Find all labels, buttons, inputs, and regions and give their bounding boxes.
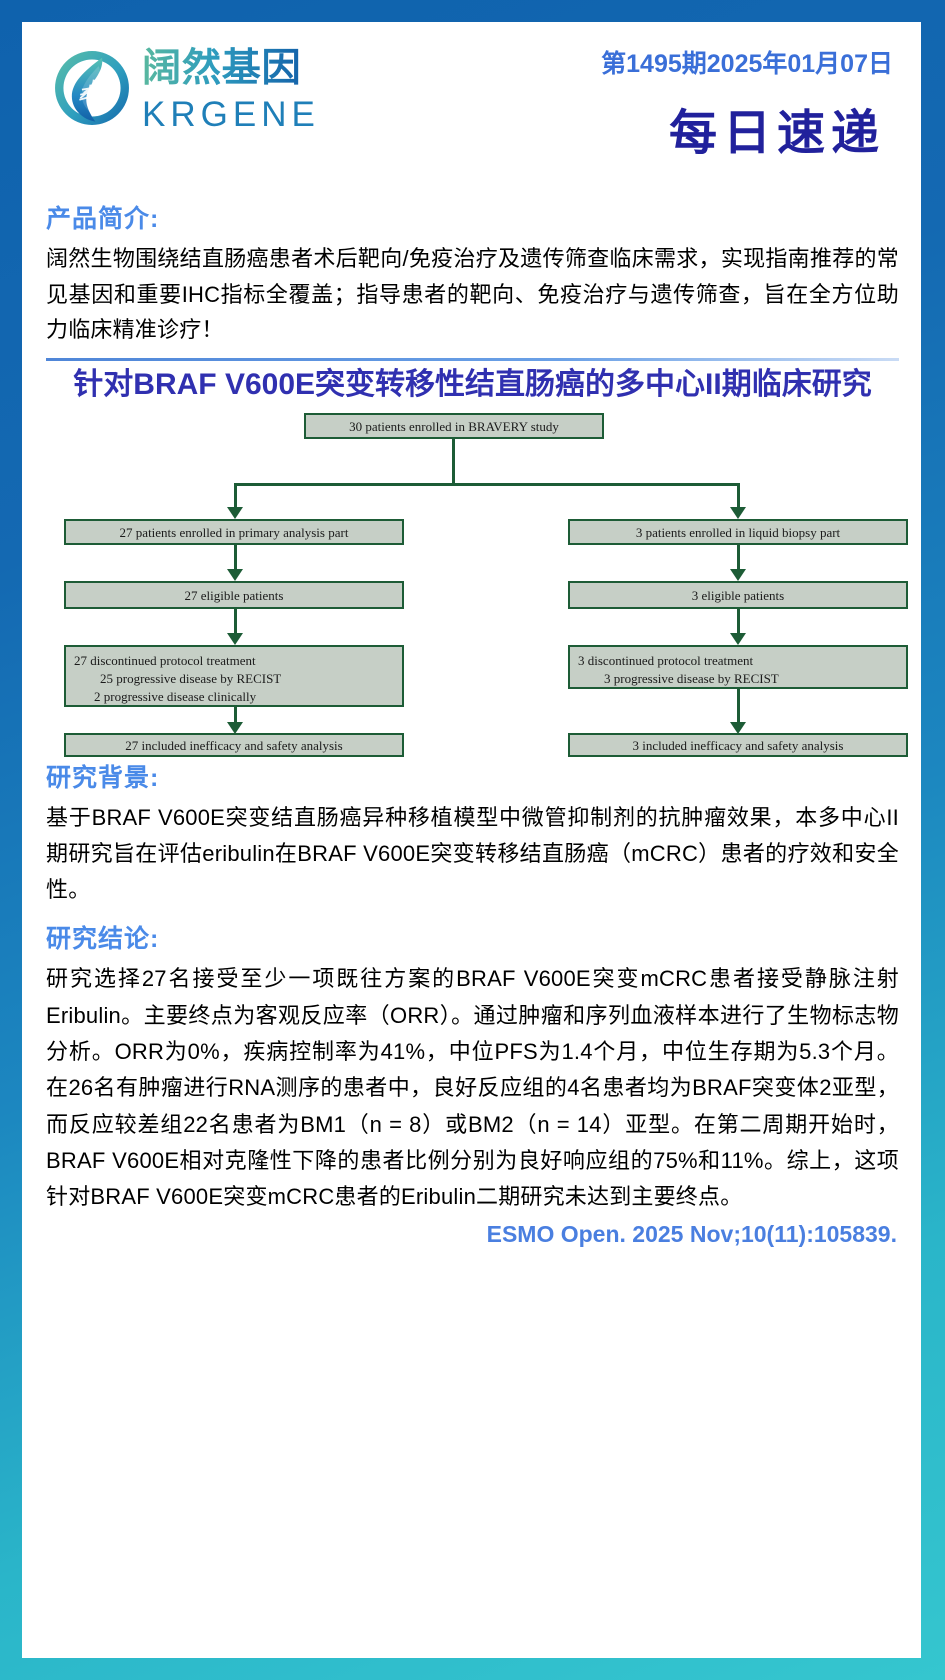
brand-logo: 阔然基因 KRGENE: [50, 44, 338, 132]
issue-date: 第1495期2025年01月07日: [601, 50, 893, 78]
poster-content: 产品简介: 阔然生物围绕结直肠癌患者术后靶向/免疫治疗及遗传筛查临床需求，实现指…: [22, 199, 921, 1215]
flow-left-discontinued-line3: 2 progressive disease clinically: [94, 688, 257, 704]
study-title: 针对BRAF V600E突变转移性结直肠癌的多中心II期临床研究: [73, 367, 872, 401]
section-heading-product-intro: 产品简介:: [46, 205, 160, 233]
flow-connector-right-4: [737, 689, 740, 732]
brand-name-en: KRGENE: [142, 95, 320, 134]
flow-arrow-right-eligible: [730, 569, 746, 582]
flow-box-left-included: 27 included inefficacy and safety analys…: [64, 733, 404, 758]
flow-arrow-right-discontinued: [730, 633, 746, 646]
flow-right-discontinued-line2: 3 progressive disease by RECIST: [604, 671, 779, 687]
flow-connector-right-2: [737, 545, 740, 572]
section-heading-conclusion: 研究结论:: [46, 925, 160, 954]
background-text: 基于BRAF V600E突变结直肠癌异种移植模型中微管抑制剂的抗肿瘤效果，本多中…: [46, 805, 899, 902]
flow-box-left-enrolled: 27 patients enrolled in primary analysis…: [64, 519, 404, 546]
flow-connector-right-drop: [737, 483, 740, 510]
flow-arrow-left-eligible: [227, 569, 243, 582]
citation-reference: ESMO Open. 2025 Nov;10(11):105839.: [486, 1221, 897, 1248]
poster-header: 阔然基因 KRGENE 第1495期2025年01月07日 每日速递: [22, 22, 921, 197]
flow-right-discontinued-line1: 3 discontinued protocol treatment: [578, 653, 754, 669]
flow-arrow-right-included: [730, 722, 746, 735]
flow-box-left-eligible: 27 eligible patients: [64, 581, 404, 610]
flow-left-discontinued-line1: 27 discontinued protocol treatment: [74, 653, 256, 669]
flow-connector-left-3: [234, 609, 237, 636]
page-title: 每日速递: [668, 107, 885, 160]
flow-box-right-eligible: 3 eligible patients: [568, 581, 908, 610]
brand-name-cn: 阔然基因: [142, 44, 338, 95]
flow-box-right-included: 3 included inefficacy and safety analysi…: [568, 733, 908, 758]
flow-connector-left-4: [234, 707, 237, 732]
flow-connector-left-drop: [234, 483, 237, 510]
study-flowchart: 30 patients enrolled in BRAVERY study 27…: [46, 409, 908, 758]
flow-left-discontinued-line2: 25 progressive disease by RECIST: [100, 671, 282, 687]
flow-box-right-enrolled: 3 patients enrolled in liquid biopsy par…: [568, 519, 908, 546]
svg-text:阔然基因: 阔然基因: [142, 46, 301, 91]
poster-body: 阔然基因 KRGENE 第1495期2025年01月07日 每日速递 产品简介:…: [22, 22, 921, 1658]
flow-box-enrolled-total: 30 patients enrolled in BRAVERY study: [304, 413, 604, 440]
product-intro-text: 阔然生物围绕结直肠癌患者术后靶向/免疫治疗及遗传筛查临床需求，实现指南推荐的常见…: [46, 246, 899, 343]
brand-wordmark: 阔然基因 KRGENE: [142, 44, 338, 132]
flow-arrow-left-enrolled: [227, 507, 243, 520]
krgene-leaf-icon: [50, 46, 134, 130]
flow-arrow-left-included: [227, 722, 243, 735]
flow-box-right-discontinued: 3 discontinued protocol treatment 3 prog…: [568, 645, 908, 690]
section-divider: [46, 357, 899, 361]
flow-connector-right-3: [737, 609, 740, 636]
flow-arrow-right-enrolled: [730, 507, 746, 520]
flow-box-left-discontinued: 27 discontinued protocol treatment 25 pr…: [64, 645, 404, 708]
flow-connector-trunk: [452, 439, 455, 484]
flow-connector-left-2: [234, 545, 237, 572]
section-heading-background: 研究背景:: [46, 764, 160, 793]
conclusion-text: 研究选择27名接受至少一项既往方案的BRAF V600E突变mCRC患者接受静脉…: [46, 966, 899, 1210]
flow-connector-split: [234, 483, 740, 487]
flow-arrow-left-discontinued: [227, 633, 243, 646]
